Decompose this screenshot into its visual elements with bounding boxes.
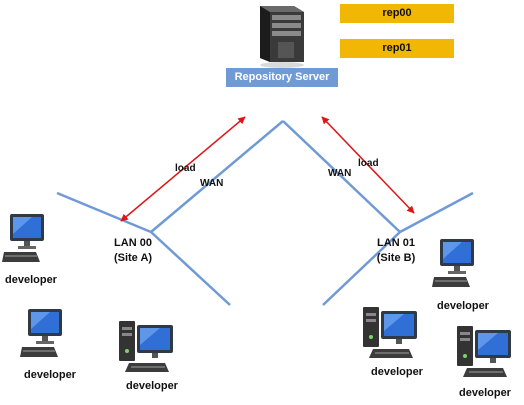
repo-rep01: rep01 — [340, 39, 454, 58]
developer-workstation-a1 — [2, 212, 46, 269]
repo-rep00: rep00 — [340, 4, 454, 23]
tower-monitor-icon — [119, 321, 173, 372]
tower-monitor-icon — [457, 326, 511, 377]
developer-label-b1: developer — [437, 300, 489, 312]
server-icon — [260, 6, 304, 68]
lan00-site: (Site A) — [113, 252, 153, 264]
lan01-label: LAN 01 (Site B) — [373, 236, 419, 266]
lan01-segment-upper — [399, 191, 474, 234]
developer-label-a1: developer — [5, 274, 57, 286]
repository-server-label: Repository Server — [226, 68, 338, 87]
developer-label-a3: developer — [126, 380, 178, 392]
lan01-segment-lower — [322, 231, 401, 306]
tower-monitor-icon — [363, 307, 417, 358]
developer-workstation-b2 — [361, 303, 421, 364]
developer-workstation-a2 — [20, 307, 64, 364]
wan-label-site-a: WAN — [200, 178, 224, 189]
lan00-segment-lower — [150, 231, 231, 306]
lan01-site: (Site B) — [376, 252, 416, 264]
load-label-site-b: load — [358, 158, 379, 169]
monitor-keyboard-icon — [2, 214, 44, 262]
developer-workstation-b1 — [432, 237, 476, 294]
load-arrow-site-a — [120, 116, 246, 222]
developer-workstation-a3 — [117, 317, 177, 378]
wan-link-site-a — [150, 120, 284, 233]
developer-label-b2: developer — [371, 366, 423, 378]
load-label-site-a: load — [175, 163, 196, 174]
developer-label-b3: developer — [459, 387, 511, 399]
wan-label-site-b: WAN — [328, 168, 352, 179]
load-arrow-site-b — [321, 116, 415, 214]
lan00-label: LAN 00 (Site A) — [110, 236, 156, 266]
lan00-segment-upper — [56, 191, 152, 234]
developer-workstation-b3 — [455, 322, 515, 383]
monitor-keyboard-icon — [432, 239, 474, 287]
monitor-keyboard-icon — [20, 309, 62, 357]
lan00-name: LAN 00 — [114, 237, 152, 249]
developer-label-a2: developer — [24, 369, 76, 381]
lan01-name: LAN 01 — [377, 237, 415, 249]
